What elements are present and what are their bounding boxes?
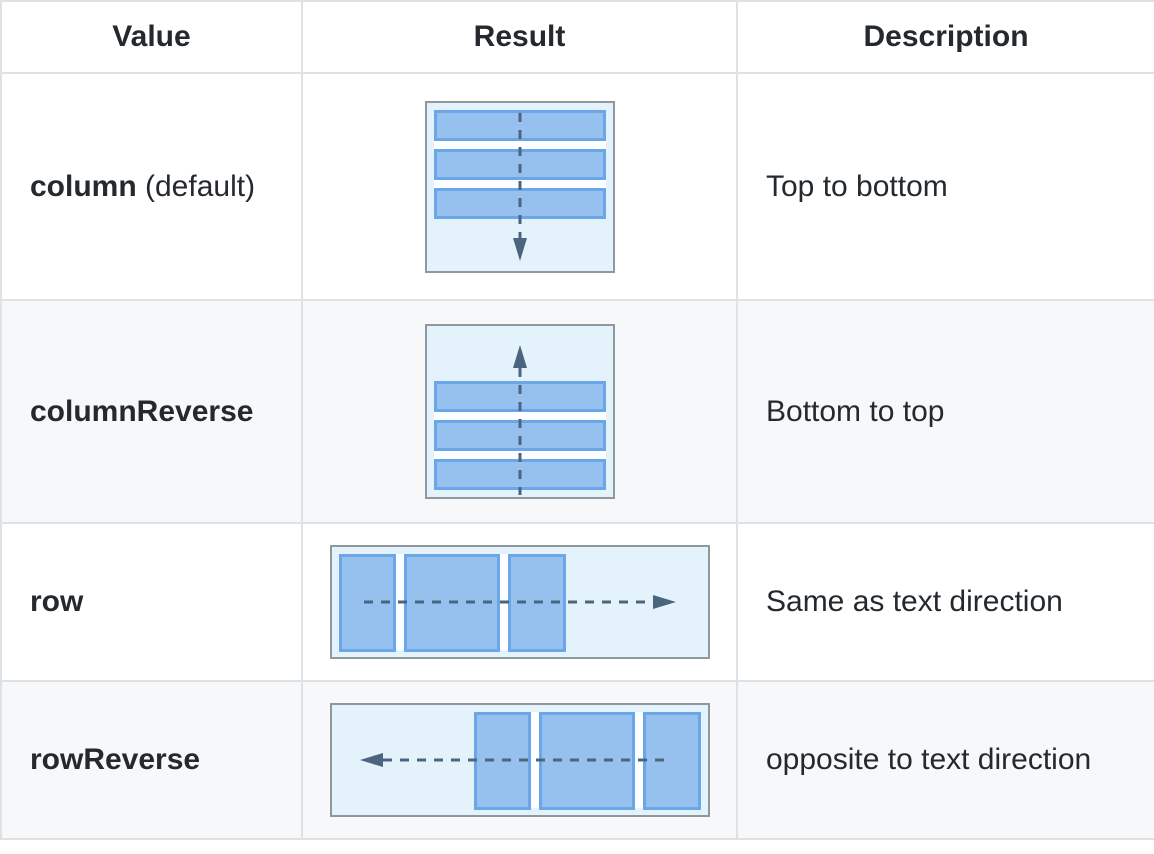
value-label: column	[30, 169, 137, 203]
table-row-row: row Sa	[0, 522, 1154, 682]
flex-row-diagram	[329, 545, 710, 659]
table-row-column: column (default)	[0, 72, 1154, 301]
table-header: Value Result Description	[0, 0, 1154, 74]
description-cell: Same as text direction	[736, 522, 1154, 682]
arrow-down-icon	[512, 112, 527, 261]
value-label: columnReverse	[30, 394, 254, 428]
arrow-up-icon	[512, 345, 527, 495]
description-cell: Bottom to top	[736, 299, 1154, 524]
value-label: row	[30, 585, 84, 618]
header-row: Value Result Description	[0, 0, 1154, 74]
value-cell: rowReverse	[0, 680, 303, 840]
result-cell	[301, 680, 738, 840]
value-cell: columnReverse	[0, 299, 303, 524]
flex-items-group	[433, 109, 606, 219]
result-cell	[301, 72, 738, 301]
description-cell: opposite to text direction	[736, 680, 1154, 840]
arrow-left-icon	[359, 753, 672, 767]
header-value: Value	[0, 0, 303, 74]
table-row-row-reverse: rowReverse	[0, 680, 1154, 840]
flex-items-group	[473, 712, 701, 810]
description-cell: Top to bottom	[736, 72, 1154, 301]
result-cell	[301, 299, 738, 524]
flex-column-reverse-diagram	[424, 324, 615, 499]
value-label: rowReverse	[30, 743, 201, 776]
table-row-column-reverse: columnReverse	[0, 299, 1154, 524]
flex-column-diagram	[424, 100, 615, 273]
value-cell: row	[0, 522, 303, 682]
value-suffix: (default)	[136, 169, 256, 203]
value-cell: column (default)	[0, 72, 303, 301]
header-description: Description	[736, 0, 1154, 74]
header-result: Result	[301, 0, 738, 74]
flex-item-bar	[642, 712, 701, 810]
result-cell	[301, 522, 738, 682]
arrow-right-icon	[363, 595, 676, 609]
flex-row-reverse-diagram	[329, 703, 710, 817]
flex-items-group	[433, 381, 606, 490]
